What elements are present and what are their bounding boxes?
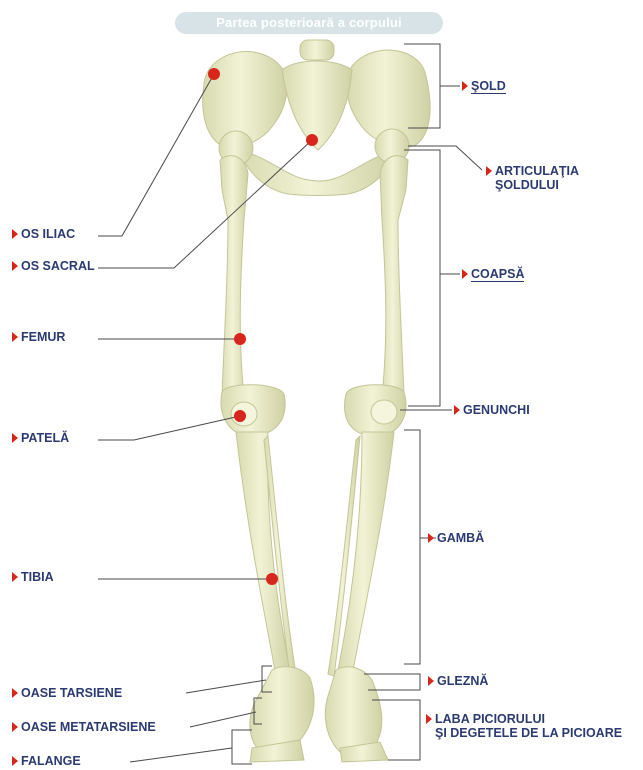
label-glezna: GLEZNĂ [428, 674, 488, 688]
label-laba-piciorului: LABA PICIORULUI ŞI DEGETELE DE LA PICIOA… [426, 712, 622, 740]
marker-femur [234, 333, 246, 345]
arrow-icon [12, 332, 18, 342]
marker-os-iliac [208, 68, 220, 80]
label-patela: PATELĂ [12, 431, 69, 445]
label-laba-line2: ŞI DEGETELE DE LA PICIOARE [435, 726, 622, 740]
label-genunchi: GENUNCHI [454, 403, 530, 417]
label-gamba: GAMBĂ [428, 531, 484, 545]
label-laba-line1: LABA PICIORULUI [435, 712, 545, 726]
label-coapsa: COAPSĂ [462, 267, 524, 282]
arrow-icon [12, 433, 18, 443]
label-falange: FALANGE [12, 754, 81, 768]
label-oase-tarsiene: OASE TARSIENE [12, 686, 122, 700]
marker-patela [234, 410, 246, 422]
arrow-icon [462, 81, 468, 91]
arrow-icon [12, 572, 18, 582]
label-os-sacral: OS SACRAL [12, 259, 95, 273]
arrow-icon [426, 714, 432, 724]
arrow-icon [12, 756, 18, 766]
arrow-icon [428, 533, 434, 543]
marker-tibia [266, 573, 278, 585]
arrow-icon [462, 269, 468, 279]
arrow-icon [454, 405, 460, 415]
label-articulatia-soldului: ARTICULAŢIA ŞOLDULUI [486, 164, 579, 192]
arrow-icon [486, 166, 492, 176]
arrow-icon [428, 676, 434, 686]
label-femur: FEMUR [12, 330, 65, 344]
arrow-icon [12, 688, 18, 698]
label-articulatia-line2: ŞOLDULUI [495, 178, 559, 192]
marker-os-sacral [306, 134, 318, 146]
label-os-iliac: OS ILIAC [12, 227, 75, 241]
arrow-icon [12, 722, 18, 732]
label-articulatia-line1: ARTICULAŢIA [495, 164, 579, 178]
arrow-icon [12, 261, 18, 271]
arrow-icon [12, 229, 18, 239]
label-sold: ŞOLD [462, 79, 506, 94]
foot-bones [250, 667, 388, 762]
label-oase-metatarsiene: OASE METATARSIENE [12, 720, 156, 734]
shin-bones [236, 432, 394, 676]
knee-joints [221, 385, 406, 434]
label-tibia: TIBIA [12, 570, 54, 584]
femur-bones [219, 129, 409, 396]
